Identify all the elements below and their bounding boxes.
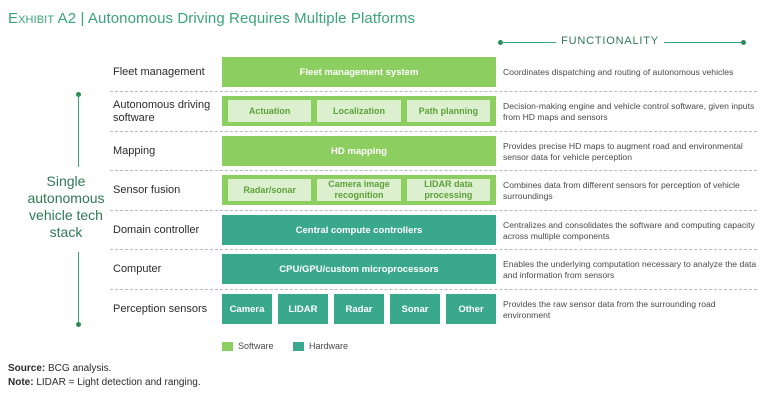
note-label: Note: bbox=[8, 377, 34, 388]
row-label: Fleet management bbox=[113, 66, 205, 78]
bracket-top-dot bbox=[76, 92, 81, 97]
row-label: Sensor fusion bbox=[113, 184, 181, 196]
row-divider bbox=[110, 210, 757, 211]
source-text: BCG analysis. bbox=[48, 363, 112, 374]
software-component-box: Fleet management system bbox=[222, 57, 496, 87]
software-subcomponent: Localization bbox=[317, 100, 401, 122]
stack-row: Domain controller Central compute control… bbox=[110, 211, 757, 250]
sensor-chip: LIDAR bbox=[278, 294, 328, 324]
note-text: LIDAR = Light detection and ranging. bbox=[36, 377, 201, 388]
functionality-header: FUNCTIONALITY bbox=[498, 35, 746, 49]
stack-row: Fleet management Fleet management system C… bbox=[110, 53, 757, 92]
component-label: Central compute controllers bbox=[295, 224, 423, 236]
row-description: Combines data from different sensors for… bbox=[503, 180, 740, 201]
header-left-dot bbox=[498, 40, 503, 45]
row-divider bbox=[110, 249, 757, 250]
row-description: Centralizes and consolidates the softwar… bbox=[503, 220, 755, 241]
hardware-swatch bbox=[293, 341, 304, 351]
bracket-top-line bbox=[78, 95, 79, 167]
software-component-box: HD mapping bbox=[222, 136, 496, 166]
sensor-chip: Camera bbox=[222, 294, 272, 324]
hardware-component-box: Central compute controllers bbox=[222, 215, 496, 245]
row-description: Enables the underlying computation neces… bbox=[503, 259, 757, 280]
bracket-bottom-dot bbox=[76, 322, 81, 327]
legend-software-label: Software bbox=[238, 341, 274, 351]
row-divider bbox=[110, 289, 757, 290]
row-label: Perception sensors bbox=[113, 303, 208, 315]
row-label: Mapping bbox=[113, 145, 156, 157]
sensor-chip: Other bbox=[446, 294, 496, 324]
exhibit-title: Exhibit A2 | Autonomous Driving Requires… bbox=[8, 10, 415, 27]
row-divider bbox=[110, 91, 757, 92]
footnote: Note: LIDAR = Light detection and rangin… bbox=[8, 377, 201, 388]
software-swatch bbox=[222, 341, 233, 351]
row-divider bbox=[110, 170, 757, 171]
exhibit-number: Exhibit A2 bbox=[8, 10, 77, 27]
software-subcomponent: Camera image recognition bbox=[317, 179, 401, 201]
header-right-dot bbox=[741, 40, 746, 45]
row-label: Domain controller bbox=[113, 224, 200, 236]
legend-hardware-label: Hardware bbox=[309, 341, 349, 351]
functionality-label: FUNCTIONALITY bbox=[556, 35, 664, 47]
component-label: HD mapping bbox=[331, 145, 387, 157]
stack-label: Single autonomous vehicle tech stack bbox=[27, 173, 105, 240]
bracket-bottom-line bbox=[78, 252, 79, 324]
row-label: Computer bbox=[113, 263, 162, 275]
title-separator: | bbox=[80, 10, 85, 27]
row-description: Provides the raw sensor data from the su… bbox=[503, 299, 716, 320]
row-description: Coordinates dispatching and routing of a… bbox=[503, 67, 734, 78]
component-label: Fleet management system bbox=[299, 66, 419, 78]
title-text: Autonomous Driving Requires Multiple Pla… bbox=[87, 10, 416, 27]
software-subcomponent: Radar/sonar bbox=[228, 179, 312, 201]
source-label: Source: bbox=[8, 363, 46, 374]
source-note: Source: BCG analysis. bbox=[8, 363, 111, 374]
sensor-chip: Sonar bbox=[390, 294, 440, 324]
row-description: Decision-making engine and vehicle contr… bbox=[503, 101, 755, 122]
stack-row: Mapping HD mapping Provides precise HD map… bbox=[110, 132, 757, 171]
legend-software: Software bbox=[222, 341, 274, 351]
component-label: CPU/GPU/custom microprocessors bbox=[279, 263, 439, 275]
software-subcomponent: Actuation bbox=[228, 100, 312, 122]
software-subcomponent: Path planning bbox=[406, 100, 490, 122]
stack-row: Computer CPU/GPU/custom microprocessors En… bbox=[110, 250, 757, 289]
sensor-chip: Radar bbox=[334, 294, 384, 324]
row-divider bbox=[110, 131, 757, 132]
legend-hardware: Hardware bbox=[293, 341, 348, 351]
software-subcomponent: LIDAR data processing bbox=[406, 179, 490, 201]
hardware-component-box: CPU/GPU/custom microprocessors bbox=[222, 254, 496, 284]
row-description: Provides precise HD maps to augment road… bbox=[503, 141, 743, 162]
row-label: Autonomous driving software bbox=[113, 98, 211, 124]
